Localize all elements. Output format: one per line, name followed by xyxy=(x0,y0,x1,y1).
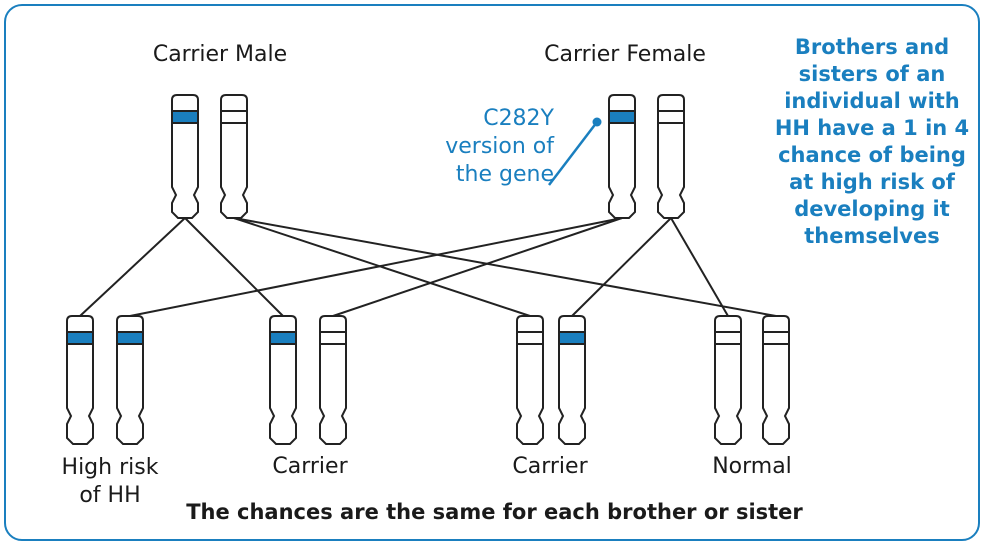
female-chromosome-affected xyxy=(608,94,636,219)
child-2-chromosome-1 xyxy=(269,315,297,445)
note-line-7: developing it xyxy=(794,197,950,221)
note-line-6: at high risk of xyxy=(789,170,955,194)
c282y-gene-band xyxy=(118,332,142,344)
carrier-female-label: Carrier Female xyxy=(544,42,706,67)
child-label-high-risk-line-1: High risk xyxy=(61,455,159,480)
probability-note: Brothers and sisters of an individual wi… xyxy=(772,34,972,250)
note-line-5: chance of being xyxy=(778,143,966,167)
inheritance-line-4 xyxy=(233,217,777,317)
inheritance-line-6 xyxy=(332,217,623,317)
male-chromosome-normal xyxy=(220,94,248,219)
c282y-gene-band xyxy=(68,332,92,344)
child-1-chromosome-2 xyxy=(116,315,144,445)
child-label-high-risk-line-2: of HH xyxy=(79,483,141,508)
gene-pointer-dot xyxy=(592,117,602,127)
c282y-gene-band xyxy=(610,111,634,123)
note-line-3: individual with xyxy=(784,89,960,113)
c282y-gene-band xyxy=(173,111,197,123)
child-label-normal: Normal xyxy=(712,454,792,479)
child-4-chromosome-1 xyxy=(714,315,742,445)
carrier-male-label: Carrier Male xyxy=(152,42,288,67)
inheritance-line-3 xyxy=(233,217,531,317)
child-1-chromosome-1 xyxy=(66,315,94,445)
child-4-chromosome-2 xyxy=(762,315,790,445)
c282y-gene-band xyxy=(271,332,295,344)
note-line-4: HH have a 1 in 4 xyxy=(774,116,970,140)
note-line-1: Brothers and xyxy=(794,35,950,59)
inheritance-line-1 xyxy=(79,217,186,317)
child-label-high-risk: High risk of HH xyxy=(30,454,190,510)
child-3-chromosome-1 xyxy=(516,315,544,445)
inheritance-line-2 xyxy=(184,217,284,317)
diagram-frame xyxy=(4,4,980,541)
gene-label-line-3: the gene xyxy=(455,162,554,187)
gene-label-line-1: C282Y xyxy=(483,106,554,131)
child-2-chromosome-2 xyxy=(319,315,347,445)
inheritance-line-8 xyxy=(670,217,729,317)
female-chromosome-normal xyxy=(657,94,685,219)
gene-pointer-line xyxy=(548,121,598,186)
child-3-chromosome-2 xyxy=(558,315,586,445)
inheritance-line-7 xyxy=(571,217,672,317)
note-line-2: sisters of an xyxy=(798,62,946,86)
male-chromosome-affected xyxy=(171,94,199,219)
c282y-gene-band xyxy=(560,332,584,344)
note-line-8: themselves xyxy=(804,224,940,248)
gene-label: C282Y version of the gene xyxy=(404,105,554,189)
footer-note: The chances are the same for each brothe… xyxy=(186,500,803,524)
child-label-carrier-1: Carrier xyxy=(272,454,348,479)
inheritance-line-5 xyxy=(129,217,623,317)
child-label-carrier-2: Carrier xyxy=(512,454,588,479)
gene-label-line-2: version of xyxy=(445,134,554,159)
